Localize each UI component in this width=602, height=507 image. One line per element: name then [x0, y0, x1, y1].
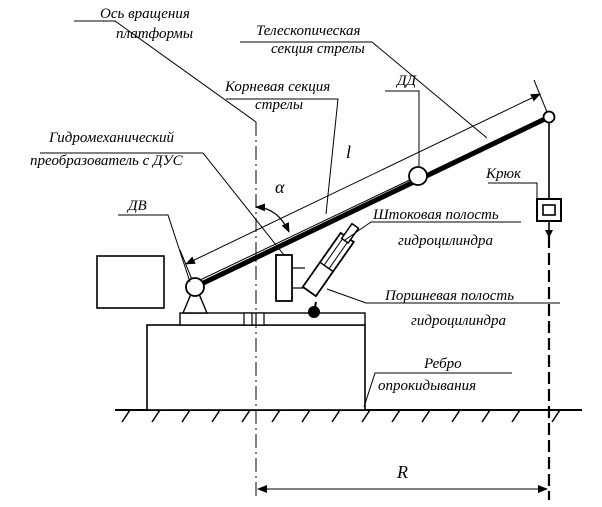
- label-radius: R: [396, 462, 408, 482]
- label-hydromech-1: Гидромеханический: [48, 130, 174, 146]
- label-root-section-2: стрелы: [255, 97, 303, 113]
- label-telescopic-1: Телескопическая: [256, 23, 360, 39]
- leader-rod-cavity: [344, 221, 521, 241]
- label-hydromech-2: преобразователь с ДУС: [30, 153, 184, 169]
- label-length: l: [346, 142, 351, 162]
- boom-angle-arc: [255, 203, 290, 233]
- label-rod-cavity-1: Штоковая полость: [372, 207, 499, 223]
- label-tipping-edge-2: опрокидывания: [378, 378, 476, 394]
- leader-rotation-axis: [74, 20, 257, 123]
- hydromechanical-converter: [275, 254, 305, 302]
- label-rotation-axis-2: платформы: [116, 26, 193, 42]
- label-tipping-edge-1: Ребро: [423, 356, 462, 372]
- label-root-section-1: Корневая секция: [224, 79, 330, 95]
- label-hook: Крюк: [485, 166, 522, 182]
- hydraulic-cylinder: [301, 222, 360, 318]
- label-dv: ДВ: [126, 198, 147, 214]
- boom-pivot-joint: [185, 277, 205, 297]
- leader-lines: [40, 20, 560, 408]
- leader-hook: [488, 182, 538, 199]
- dd-sensor-joint: [408, 166, 428, 186]
- boom-tip-pulley: [542, 110, 556, 124]
- ground: [115, 409, 582, 423]
- boom: [193, 114, 551, 290]
- label-piston-cavity-1: Поршневая полость: [384, 288, 514, 304]
- label-telescopic-2: секция стрелы: [271, 41, 365, 57]
- leader-telescopic: [240, 41, 488, 139]
- leader-piston-cavity: [326, 288, 560, 304]
- turntable-platform: [179, 312, 366, 326]
- label-piston-cavity-2: гидроцилиндра: [411, 313, 506, 329]
- counterweight: [96, 255, 165, 309]
- label-angle: α: [275, 177, 285, 197]
- label-rotation-axis-1: Ось вращения: [100, 6, 190, 22]
- leader-hydromech: [40, 152, 285, 256]
- leader-dd: [385, 90, 420, 166]
- label-rod-cavity-2: гидроцилиндра: [398, 233, 493, 249]
- label-dd: ДД: [395, 73, 418, 89]
- hook-block: [536, 198, 562, 238]
- leader-root-section: [226, 98, 339, 215]
- leader-tipping-edge: [363, 372, 512, 408]
- leader-dv: [118, 214, 191, 283]
